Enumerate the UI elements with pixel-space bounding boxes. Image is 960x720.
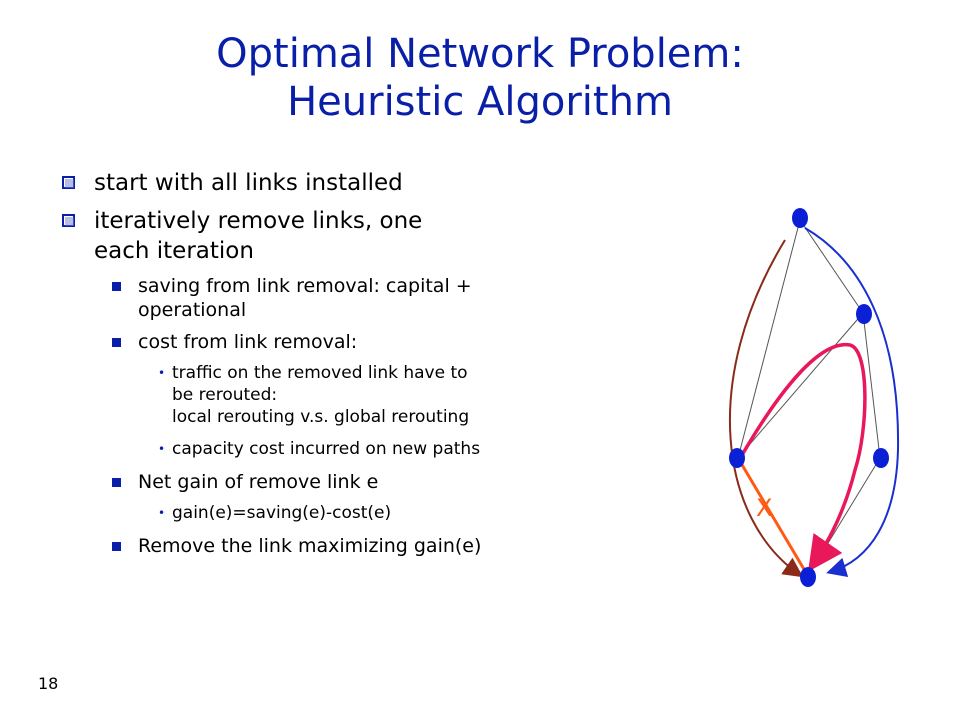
link-right-left: [737, 312, 864, 459]
bullet-text: iteratively remove links, one each itera…: [94, 208, 423, 264]
bullet-text: capacity cost incurred on new paths: [172, 439, 481, 459]
square-bullet-icon: [112, 542, 121, 551]
sub-sub-bullet-capacity: • capacity cost incurred on new paths: [62, 438, 702, 460]
global-reroute-blue-path: [804, 227, 900, 577]
node-top: [792, 208, 808, 228]
bullet-iteratively-remove: iteratively remove links, one each itera…: [62, 206, 702, 266]
bullet-text: Remove the link maximizing gain(e): [138, 535, 482, 557]
bullet-text: start with all links installed: [94, 170, 403, 196]
checkbox-bullet-icon: [62, 176, 75, 189]
node-bottom: [800, 567, 816, 587]
bullet-text: gain(e)=saving(e)-cost(e): [172, 503, 392, 523]
dot-bullet-icon: •: [158, 442, 166, 456]
sub-sub-bullet-gain-formula: • gain(e)=saving(e)-cost(e): [62, 502, 702, 524]
removed-link-x-mark: X: [756, 494, 772, 522]
title-line-1: Optimal Network Problem:: [216, 31, 744, 77]
square-bullet-icon: [112, 282, 121, 291]
slide-number: 18: [38, 674, 59, 693]
dot-bullet-icon: •: [158, 506, 166, 520]
dot-bullet-icon: •: [158, 366, 166, 380]
title-line-2: Heuristic Algorithm: [287, 79, 673, 125]
sub-bullet-net-gain: Net gain of remove link e: [62, 470, 702, 494]
sub-bullet-saving: saving from link removal: capital + oper…: [62, 274, 702, 322]
network-diagram: X: [729, 208, 900, 587]
slide-title: Optimal Network Problem: Heuristic Algor…: [0, 30, 960, 126]
square-bullet-icon: [112, 478, 121, 487]
sub-bullet-remove-max: Remove the link maximizing gain(e): [62, 534, 702, 558]
global-reroute-brown-path: [729, 239, 804, 578]
node-right: [856, 304, 872, 324]
bullet-text: cost from link removal:: [138, 331, 358, 353]
node-left: [729, 448, 745, 468]
square-bullet-icon: [112, 338, 121, 347]
bullet-start-all-links: start with all links installed: [62, 168, 702, 198]
local-reroute-path: [740, 343, 867, 572]
bullet-list: start with all links installed iterative…: [62, 168, 702, 566]
bullet-text: saving from link removal: capital + oper…: [138, 275, 472, 321]
node-right-low: [873, 448, 889, 468]
link-top-left: [737, 219, 801, 459]
checkbox-bullet-icon: [62, 214, 75, 227]
link-top-right: [799, 219, 864, 314]
removed-link: [736, 457, 810, 577]
bullet-text: traffic on the removed link have to be r…: [172, 363, 470, 427]
sub-bullet-cost: cost from link removal:: [62, 330, 702, 354]
link-right-rightlow: [862, 312, 881, 459]
bullet-text: Net gain of remove link e: [138, 471, 379, 493]
sub-sub-bullet-rerouted: • traffic on the removed link have to be…: [62, 362, 702, 428]
